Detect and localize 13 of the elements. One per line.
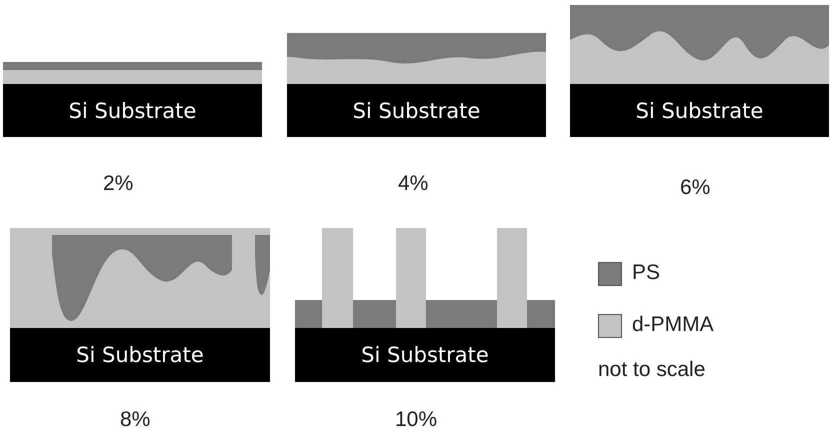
legend-label: d-PMMA	[632, 313, 714, 337]
note-text: not to scale	[598, 358, 706, 382]
substrate-layer: Si Substrate	[570, 84, 829, 137]
legend-label: PS	[632, 261, 660, 285]
substrate-layer: Si Substrate	[295, 328, 555, 382]
concentration-label: 8%	[120, 408, 150, 432]
concentration-label: 2%	[103, 172, 134, 196]
concentration-label: 6%	[680, 176, 710, 200]
substrate-layer: Si Substrate	[10, 328, 270, 382]
substrate-layer: Si Substrate	[3, 84, 262, 137]
concentration-label: 4%	[398, 172, 428, 196]
concentration-label: 10%	[395, 408, 438, 432]
substrate-layer: Si Substrate	[287, 84, 546, 137]
